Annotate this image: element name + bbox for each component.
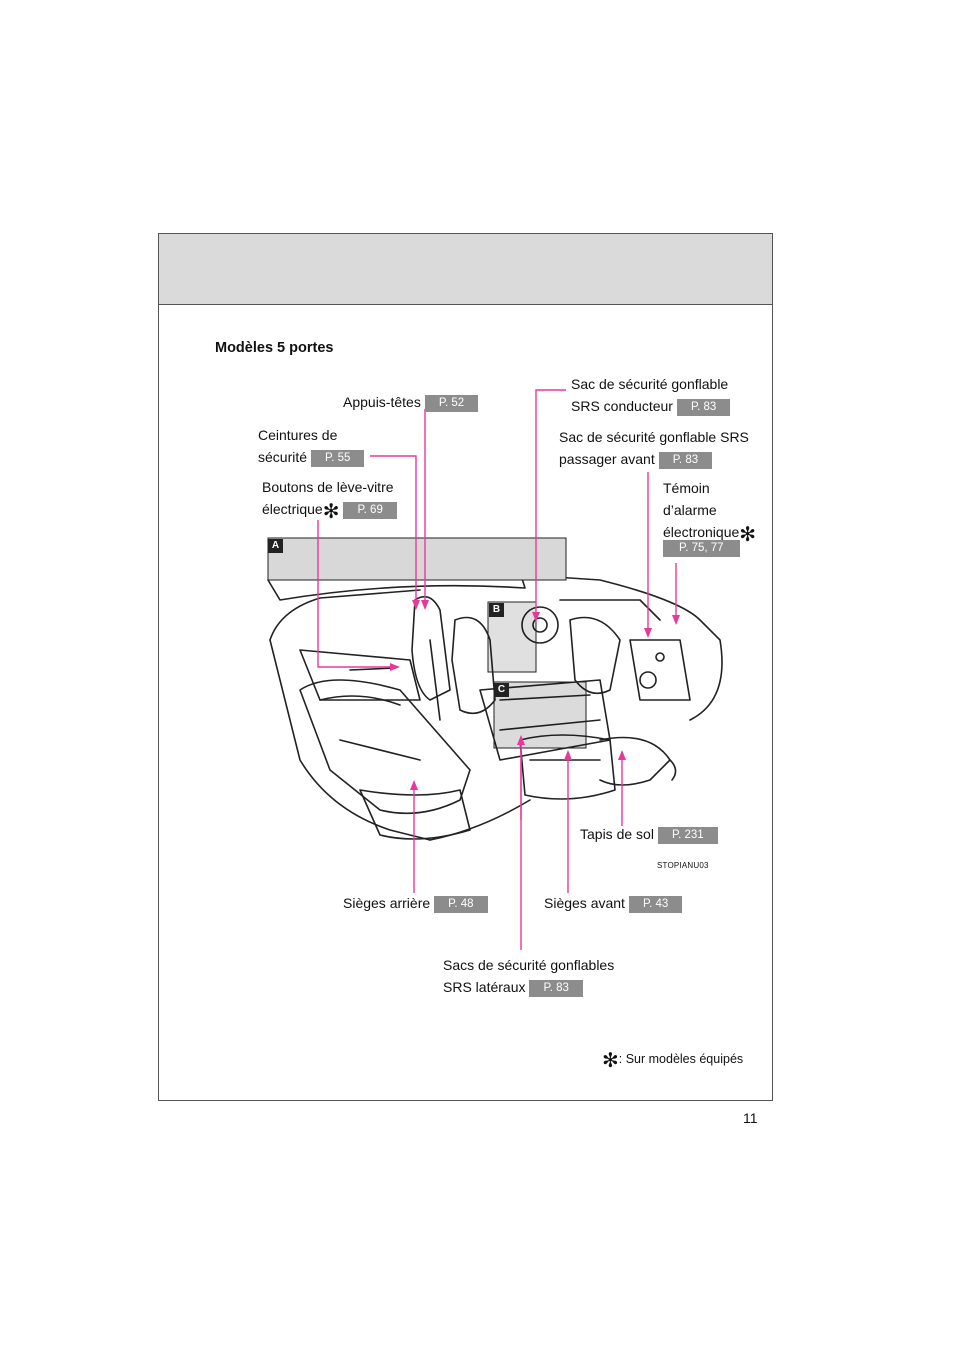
page-number: 11 (743, 1110, 758, 1126)
label-boutons-leve-vitre: Boutons de lève-vitre électrique✻P. 69 (262, 476, 397, 523)
marker-b: B (489, 603, 504, 617)
page-ref-sacs-lateraux[interactable]: P. 83 (529, 979, 583, 997)
label-sacs-lateraux: Sacs de sécurité gonflables SRS latéraux… (443, 957, 615, 997)
page-ref-tapis[interactable]: P. 231 (657, 826, 718, 844)
footnote: ✻: Sur modèles équipés (602, 1050, 744, 1072)
page-ref-boutons[interactable]: P. 69 (343, 501, 397, 519)
label-sac-conducteur: Sac de sécurité gonflable SRS conducteur… (571, 373, 731, 417)
label-sac-passager: Sac de sécurité gonflable SRS passager a… (559, 429, 749, 469)
frame-bottom-rule (158, 1100, 773, 1101)
asterisk-icon: ✻ (322, 501, 340, 523)
asterisk-icon: ✻ (739, 524, 757, 546)
page-ref-temoin[interactable]: P. 75, 77 (663, 540, 740, 558)
section-title: Modèles 5 portes (215, 340, 334, 356)
page-ref-sieges-avant[interactable]: P. 43 (628, 895, 683, 913)
frame-right-rule (772, 233, 773, 1101)
page-ref-ceintures[interactable]: P. 55 (311, 449, 365, 467)
label-temoin-alarme: Témoin d’alarme électronique✻ (663, 480, 757, 546)
image-code: STOPIANU03 (657, 861, 709, 870)
page-ref-sieges-arriere[interactable]: P. 48 (434, 895, 488, 913)
asterisk-icon: ✻ (602, 1050, 619, 1072)
page-ref-appuis-tetes[interactable]: P. 52 (424, 394, 479, 412)
page-ref-temoin-wrap: P. 75, 77 (663, 540, 740, 558)
page-ref-sac-passager[interactable]: P. 83 (658, 451, 713, 469)
marker-a: A (268, 539, 283, 553)
frame-left-rule (158, 233, 159, 1101)
marker-c: C (494, 683, 509, 697)
header-band (158, 233, 773, 305)
page-ref-sac-conducteur[interactable]: P. 83 (676, 398, 731, 416)
